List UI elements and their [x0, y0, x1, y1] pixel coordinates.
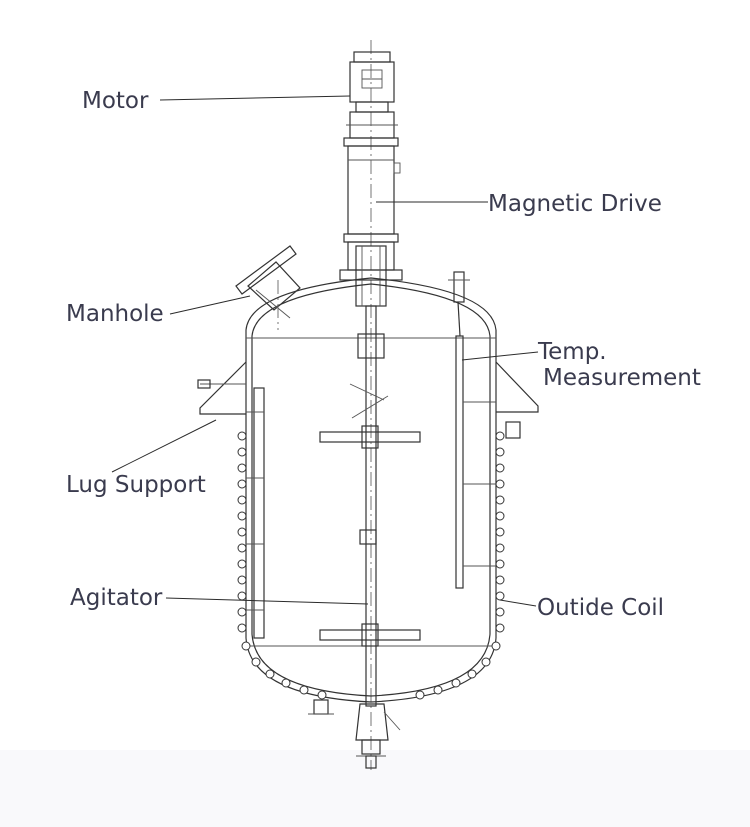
leader-temp [461, 351, 539, 361]
baffle [246, 387, 496, 639]
label-agitator: Agitator [70, 585, 163, 611]
label-temp-line2: Measurement [543, 365, 701, 391]
lug-support-right [495, 361, 539, 439]
label-lug-support: Lug Support [66, 472, 206, 498]
leader-coil [499, 599, 537, 607]
label-outside-coil: Outide Coil [537, 595, 665, 621]
leader-agitator [165, 597, 369, 605]
lug-support-left [197, 361, 247, 415]
leader-lug [111, 419, 217, 473]
agitator-shaft [319, 305, 421, 707]
outside-coil-left [237, 431, 327, 700]
label-manhole: Manhole [66, 301, 164, 327]
bottom-outlet [308, 699, 401, 769]
label-motor: Motor [82, 88, 149, 114]
label-magnetic-drive: Magnetic Drive [488, 191, 662, 217]
label-temp-line1: Temp. [538, 339, 607, 365]
bottom-band [0, 750, 750, 827]
temperature-probe [448, 271, 470, 589]
manhole-nozzle [235, 245, 301, 330]
leader-manhole [169, 295, 251, 315]
leader-motor [159, 95, 351, 101]
outside-coil-right [415, 431, 505, 700]
